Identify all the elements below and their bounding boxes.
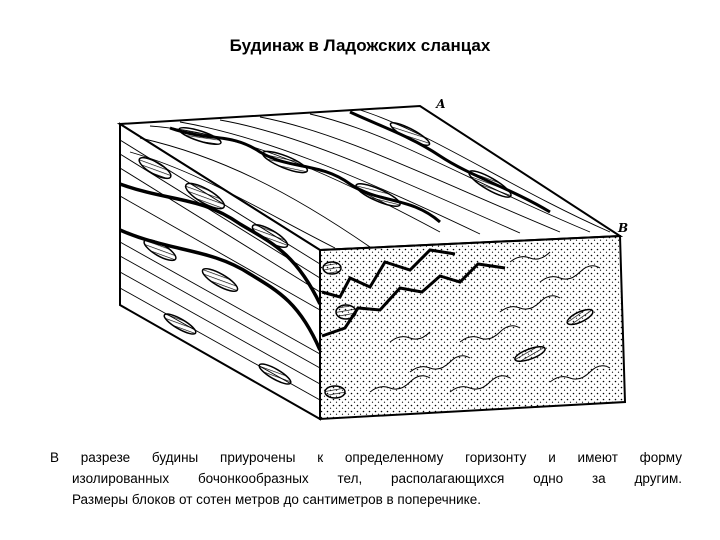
boudinage-block-diagram: А В xyxy=(110,92,630,432)
caption-line-2: изолированных бочонкообразных тел, распо… xyxy=(72,471,682,486)
right-wavy-lines xyxy=(369,251,611,393)
label-b: В xyxy=(617,221,628,235)
block-right-face xyxy=(319,234,627,421)
caption-line-1: В разрезе будины приурочены к определенн… xyxy=(50,450,682,465)
front-boudins xyxy=(138,156,292,385)
right-boudins xyxy=(322,261,594,399)
label-a: А xyxy=(435,97,446,111)
top-boudins xyxy=(178,122,512,207)
caption-line-3: Размеры блоков от сотен метров до сантим… xyxy=(72,492,481,507)
page-title: Будинаж в Ладожских сланцах xyxy=(229,36,491,55)
caption: В разрезе будины приурочены к определенн… xyxy=(50,447,682,510)
